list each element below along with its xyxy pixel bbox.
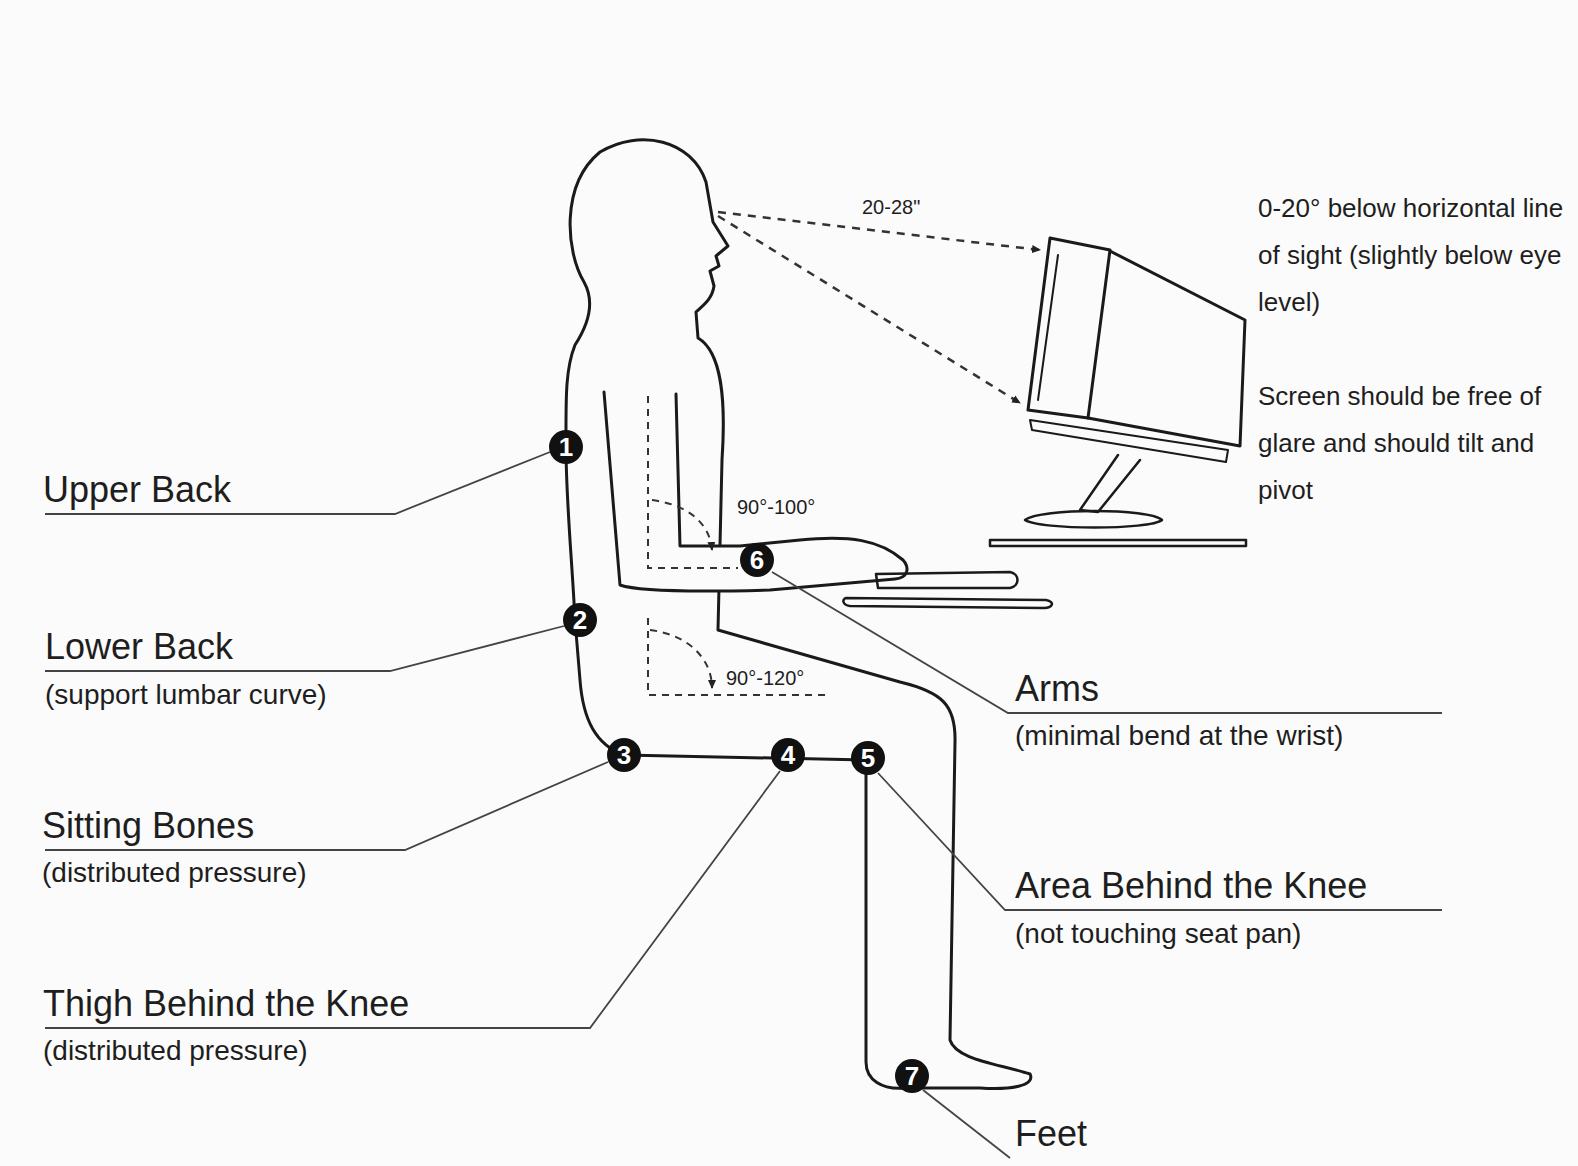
angle-arc <box>652 500 712 550</box>
angle-guide <box>648 618 826 695</box>
keyboard-tray <box>843 598 1052 608</box>
desk <box>990 540 1246 546</box>
leader-line <box>923 1090 1010 1158</box>
angle-arc <box>650 630 712 688</box>
callout-digit: 2 <box>573 607 587 633</box>
callout-number: 6 <box>740 543 774 577</box>
part-name: Area Behind the Knee <box>1015 865 1367 906</box>
part-note: (distributed pressure) <box>43 1035 308 1067</box>
screen-note: Screen should be free of glare and shoul… <box>1258 373 1570 514</box>
part-note: (support lumbar curve) <box>45 679 327 711</box>
body-outline <box>566 140 1031 1089</box>
monitor-stand <box>1080 455 1140 512</box>
angle-guide <box>648 396 738 568</box>
monitor-bezel <box>1038 255 1058 400</box>
callout-digit: 1 <box>559 434 573 460</box>
part-name: Thigh Behind the Knee <box>43 983 409 1024</box>
part-note: (minimal bend at the wrist) <box>1015 720 1343 752</box>
callout-number: 7 <box>895 1059 929 1093</box>
callout-digit: 6 <box>750 547 764 573</box>
angle-dimension: 90°-120° <box>726 667 804 690</box>
keyboard <box>876 572 1018 588</box>
sight-line <box>718 216 1020 403</box>
arm-outline <box>604 392 907 591</box>
monitor-base-rim <box>1030 420 1228 462</box>
callout-number: 3 <box>607 738 641 772</box>
part-name: Feet <box>1015 1113 1087 1154</box>
callout-number: 5 <box>851 741 885 775</box>
part-name: Sitting Bones <box>42 805 254 846</box>
callout-digit: 7 <box>905 1063 919 1089</box>
callout-number: 1 <box>549 430 583 464</box>
callout-digit: 3 <box>617 742 631 768</box>
leader-line <box>878 773 1442 910</box>
part-note: (not touching seat pan) <box>1015 918 1301 950</box>
leader-line <box>45 626 564 671</box>
callout-number: 2 <box>563 603 597 637</box>
callout-digit: 5 <box>861 745 875 771</box>
callout-number: 4 <box>771 738 805 772</box>
monitor-foot <box>1025 511 1162 528</box>
monitor-back <box>1088 250 1245 446</box>
screen-note: 0-20° below horizontal line of sight (sl… <box>1258 185 1570 326</box>
part-note: (distributed pressure) <box>42 857 307 889</box>
part-name: Arms <box>1015 668 1099 709</box>
part-name: Lower Back <box>45 626 233 667</box>
part-name: Upper Back <box>43 469 231 510</box>
leader-line <box>772 572 1442 713</box>
angle-dimension: 90°-100° <box>737 496 815 519</box>
callout-digit: 4 <box>781 742 795 768</box>
dimension: 20-28" <box>862 196 920 219</box>
monitor-front <box>1028 238 1110 418</box>
